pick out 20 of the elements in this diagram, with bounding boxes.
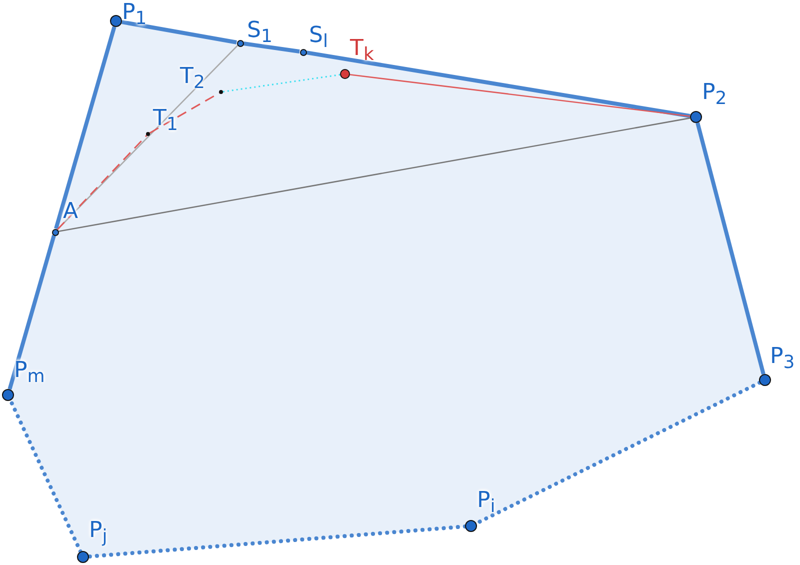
line-segment xyxy=(54,26,116,230)
line-segment xyxy=(122,20,237,44)
point-label: P$_{3}$ xyxy=(770,346,795,368)
line-segment xyxy=(350,74,690,117)
point-label: P$_{2}$ xyxy=(702,82,727,104)
line-segment xyxy=(306,50,690,118)
point-label: P$_{1}$ xyxy=(122,2,147,24)
line-segment xyxy=(696,122,766,375)
dotted-segment xyxy=(222,74,340,92)
point-label: S$_{1}$ xyxy=(247,20,272,42)
line-segment xyxy=(8,234,56,390)
point-label: T$_{k}$ xyxy=(350,38,374,60)
line-segment xyxy=(58,117,690,232)
point-label: P$_{i}$ xyxy=(477,490,496,512)
point-label: T$_{1}$ xyxy=(153,108,178,130)
dotted-segment xyxy=(56,134,148,230)
line-segment xyxy=(243,42,300,54)
point-label: S$_{l}$ xyxy=(309,25,328,47)
point-label: T$_{2}$ xyxy=(180,66,205,88)
point-label: P$_{m}$ xyxy=(14,360,45,382)
